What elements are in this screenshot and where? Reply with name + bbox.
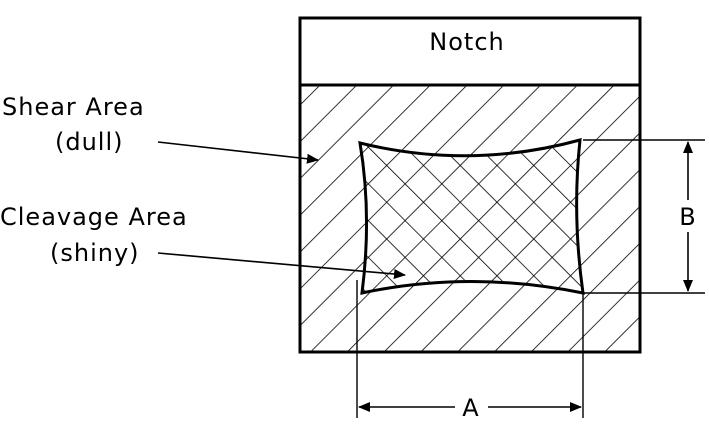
dimension-a: A [356,280,584,422]
notch-label: Notch [429,28,504,56]
cleavage-area-label: Cleavage Area [0,203,188,231]
dimension-b: B [583,139,705,294]
shear-area-label: Shear Area [2,93,145,121]
dimension-b-label: B [679,203,696,231]
dimension-a-label: A [462,394,479,422]
shear-area-note: (dull) [55,128,124,156]
shear-leader-arrow [157,141,319,164]
cleavage-leader-arrow [157,252,406,280]
notch-band [298,16,642,87]
cleavage-area-note: (shiny) [50,239,140,267]
